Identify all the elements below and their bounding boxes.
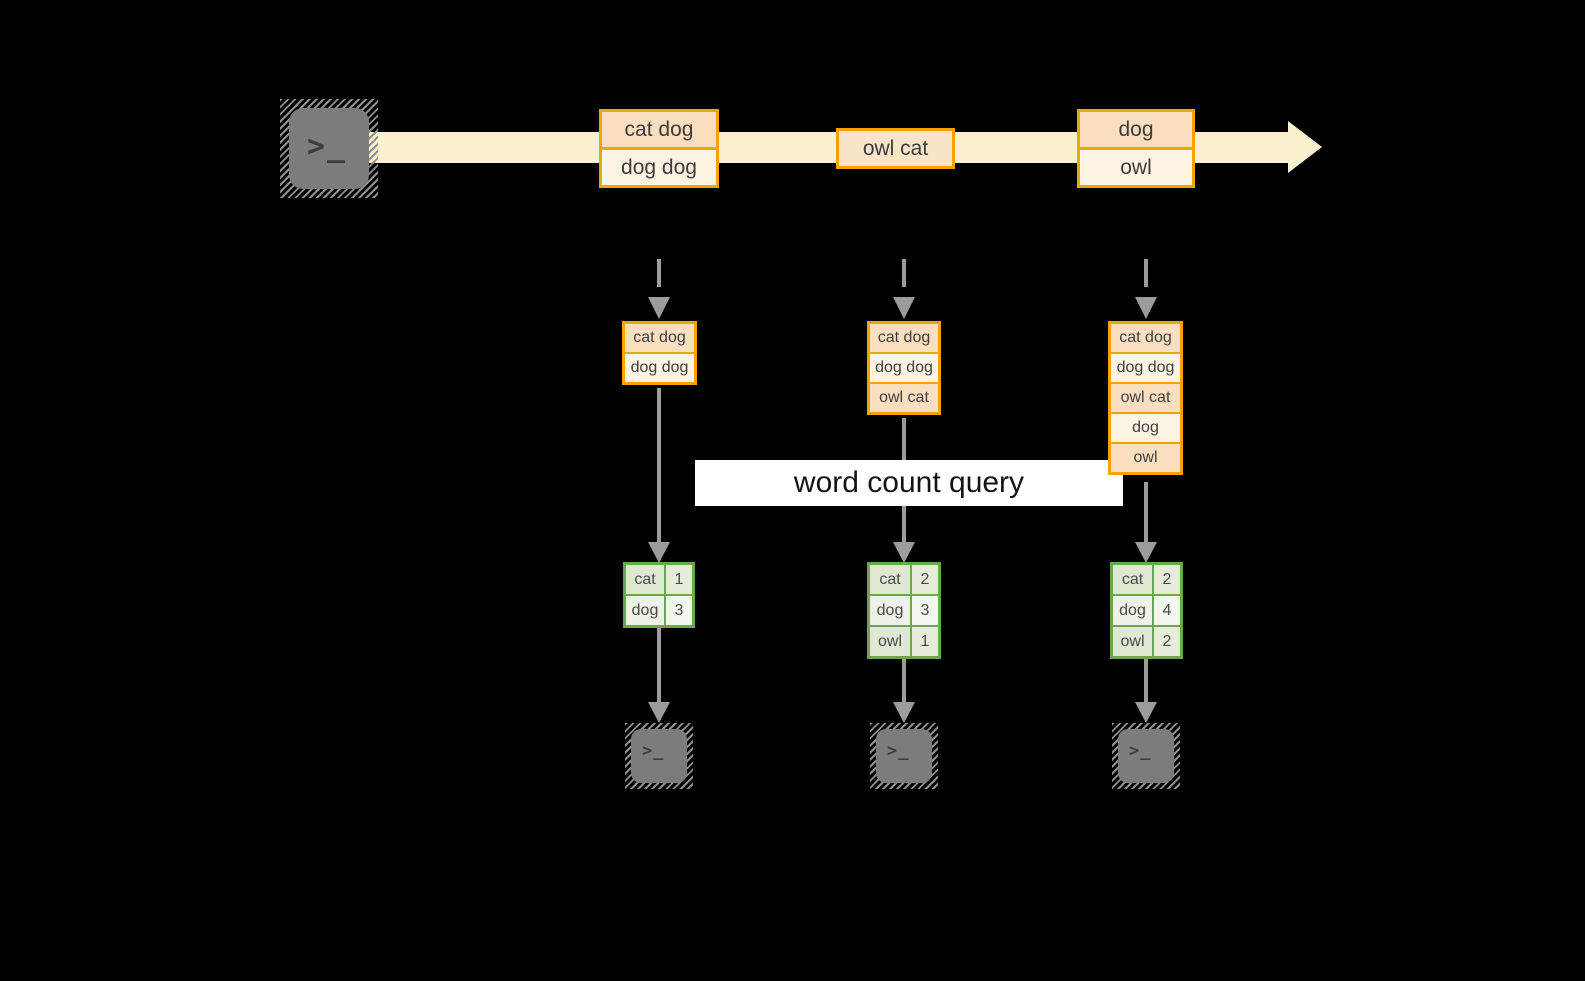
count-word: cat xyxy=(1113,565,1152,594)
count-value: 3 xyxy=(666,596,692,625)
count-value: 1 xyxy=(912,627,938,656)
count-word: cat xyxy=(626,565,664,594)
buffer-item: dog dog xyxy=(870,354,938,382)
event-line: cat dog xyxy=(602,112,716,147)
buffer-stack-1: cat dog dog dog xyxy=(622,321,697,385)
count-word: owl xyxy=(1113,627,1152,656)
count-value: 2 xyxy=(1154,565,1180,594)
sink-terminal-icon: >_ xyxy=(870,723,938,789)
buffer-item: dog xyxy=(1111,414,1180,442)
buffer-item: owl cat xyxy=(1111,384,1180,412)
event-box-2: owl cat xyxy=(836,128,955,169)
terminal-screen: >_ xyxy=(631,729,687,783)
buffer-stack-3: cat dog dog dog owl cat dog owl xyxy=(1108,321,1183,475)
count-word: cat xyxy=(870,565,910,594)
terminal-prompt-icon: >_ xyxy=(1129,741,1152,761)
count-table-3: cat 2 dog 4 owl 2 xyxy=(1110,562,1183,659)
stream-timeline-arrowhead xyxy=(1288,121,1322,173)
buffer-item: cat dog xyxy=(1111,324,1180,352)
buffer-item: dog dog xyxy=(625,354,694,382)
terminal-prompt-icon: >_ xyxy=(642,741,665,761)
arrow-down-icon xyxy=(648,388,670,563)
query-label-banner: word count query xyxy=(695,460,1123,506)
event-line: owl xyxy=(1080,150,1192,185)
buffer-item: cat dog xyxy=(625,324,694,352)
count-table-1: cat 1 dog 3 xyxy=(623,562,695,628)
count-value: 3 xyxy=(912,596,938,625)
event-box-3: dog owl xyxy=(1077,109,1195,188)
event-line: owl cat xyxy=(839,131,952,166)
buffer-item: owl cat xyxy=(870,384,938,412)
buffer-stack-2: cat dog dog dog owl cat xyxy=(867,321,941,415)
count-value: 1 xyxy=(666,565,692,594)
arrow-down-icon xyxy=(1135,658,1157,723)
count-value: 2 xyxy=(1154,627,1180,656)
terminal-screen: >_ xyxy=(289,108,369,189)
count-value: 2 xyxy=(912,565,938,594)
dashed-arrow-down-icon xyxy=(1135,259,1157,319)
count-word: dog xyxy=(626,596,664,625)
dashed-arrow-down-icon xyxy=(893,259,915,319)
sink-terminal-icon: >_ xyxy=(1112,723,1180,789)
query-label: word count query xyxy=(793,466,1025,499)
count-word: owl xyxy=(870,627,910,656)
terminal-prompt-icon: >_ xyxy=(307,129,348,164)
terminal-screen: >_ xyxy=(1118,729,1174,783)
arrow-down-icon xyxy=(1135,482,1157,563)
arrow-down-icon xyxy=(893,658,915,723)
event-line: dog dog xyxy=(602,150,716,185)
count-word: dog xyxy=(870,596,910,625)
arrow-down-icon xyxy=(648,628,670,723)
buffer-item: owl xyxy=(1111,444,1180,472)
source-terminal-icon: >_ xyxy=(280,99,378,198)
buffer-item: cat dog xyxy=(870,324,938,352)
buffer-item: dog dog xyxy=(1111,354,1180,382)
event-line: dog xyxy=(1080,112,1192,147)
event-box-1: cat dog dog dog xyxy=(599,109,719,188)
terminal-screen: >_ xyxy=(876,729,932,783)
count-word: dog xyxy=(1113,596,1152,625)
count-table-2: cat 2 dog 3 owl 1 xyxy=(867,562,941,659)
terminal-prompt-icon: >_ xyxy=(887,741,910,761)
sink-terminal-icon: >_ xyxy=(625,723,693,789)
count-value: 4 xyxy=(1154,596,1180,625)
dashed-arrow-down-icon xyxy=(648,259,670,319)
